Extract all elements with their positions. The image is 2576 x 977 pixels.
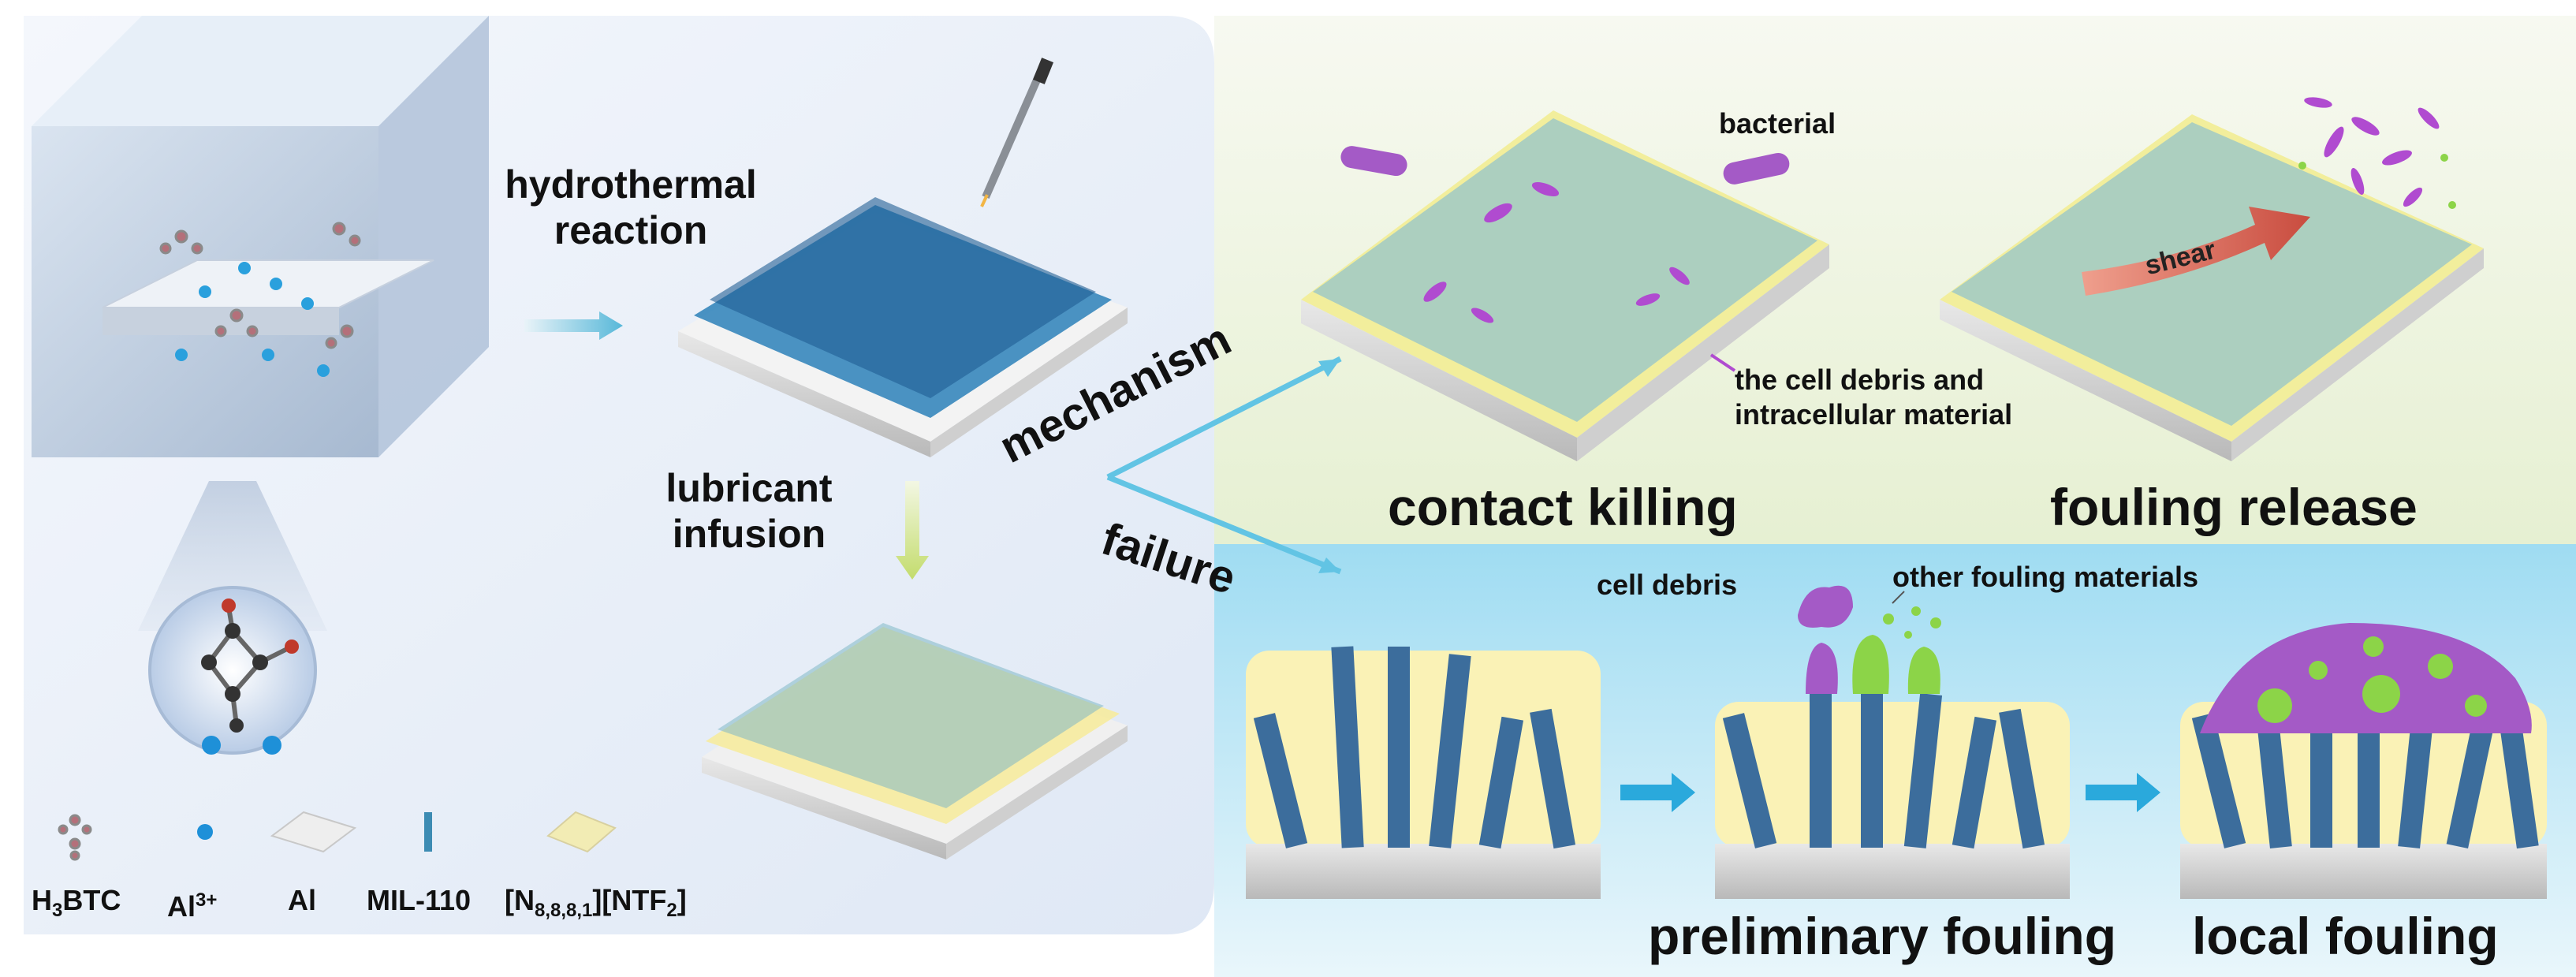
mechanism-arrow <box>1106 356 1342 480</box>
failure-arrow <box>1106 474 1342 575</box>
legend-il-sub1: 8,8,8,1 <box>535 900 593 922</box>
bacterium-icon <box>1723 152 1790 185</box>
legend-il-icon <box>546 811 617 853</box>
slips-array <box>702 623 1128 860</box>
contact-killing-title: contact killing <box>1388 478 1738 536</box>
fouling-release-surface <box>1940 114 2484 461</box>
stage-arrow-1 <box>1620 773 1695 812</box>
cell-debris-pointer <box>1709 353 1736 372</box>
shear-arrow <box>2082 207 2310 296</box>
legend-il-p1: [N <box>505 884 535 916</box>
cell-debris-label: cell debris <box>1597 569 1738 601</box>
local-fouling-title: local fouling <box>2192 907 2499 965</box>
bacterial-label: bacterial <box>1719 107 1836 140</box>
legend-h3btc-icon <box>58 814 92 861</box>
legend-il-p2: ][NTF <box>592 884 667 916</box>
bacterium-icon <box>1340 146 1407 177</box>
hydrothermal-reaction-label: hydrothermal reaction <box>505 162 757 252</box>
released-debris <box>2298 97 2456 209</box>
legend-h3btc-sub: 3 <box>52 900 63 922</box>
legend-al3-sup: 3+ <box>196 889 218 911</box>
legend-il-sub2: 2 <box>666 900 677 922</box>
magnification-beam <box>138 481 327 631</box>
cell-debris-material-label: the cell debris and intracellular materi… <box>1735 364 2013 431</box>
legend-mil110-icon <box>424 812 432 852</box>
hydrothermal-arrow <box>524 311 623 340</box>
contact-killing-surface <box>1301 110 1829 461</box>
failure-stage-local <box>2180 623 2547 899</box>
other-fouling-label: other fouling materials <box>1892 561 2199 593</box>
lubricant-infusion-arrow <box>896 481 929 580</box>
legend-al3-label: Al3+ <box>167 883 217 924</box>
molecule-icon <box>159 222 361 349</box>
legend-al-label: Al <box>288 884 316 916</box>
preliminary-fouling-title: preliminary fouling <box>1648 907 2117 965</box>
stage-arrow-2 <box>2086 773 2160 812</box>
legend-al3-icon <box>197 824 213 840</box>
al-ion-icon <box>175 262 330 377</box>
legend-h3btc-label: H3BTC <box>32 883 121 928</box>
legend-al3-main: Al <box>167 890 196 923</box>
pipette-icon <box>980 58 1054 207</box>
mil110-array <box>678 197 1128 457</box>
legend-h3btc-main: H <box>32 884 52 916</box>
legend-al-substrate-icon <box>270 811 357 853</box>
failure-stage-preliminary <box>1715 585 2070 899</box>
legend-mil110-label: MIL-110 <box>367 884 472 916</box>
legend-h3btc-rest: BTC <box>62 884 121 916</box>
legend-il-label: [N8,8,8,1][NTF2] <box>505 883 687 928</box>
reaction-cube <box>32 16 489 457</box>
btc-molecule-zoom <box>148 586 317 755</box>
legend-il-p3: ] <box>677 884 687 916</box>
lubricant-infusion-label: lubricant infusion <box>665 466 833 556</box>
failure-stage-clean <box>1246 646 1601 899</box>
fouling-release-title: fouling release <box>2050 478 2418 536</box>
